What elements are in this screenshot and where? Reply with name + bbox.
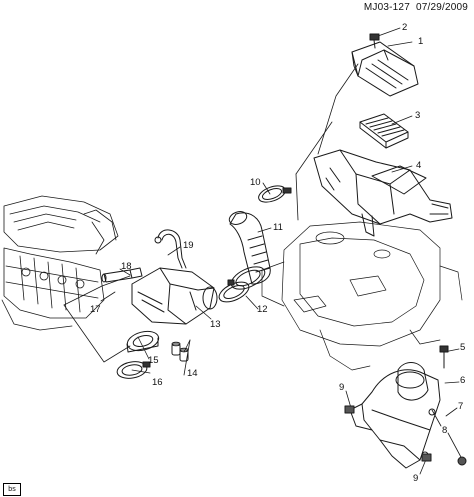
diagram-date: 07/29/2009 — [415, 2, 468, 13]
callout-10: 10 — [250, 177, 261, 188]
callout-14: 14 — [187, 368, 198, 379]
part-18-tube — [101, 267, 143, 283]
callout-3: 3 — [415, 110, 421, 121]
diagram-code: MJ03-127 — [363, 2, 410, 13]
callout-17: 17 — [90, 304, 101, 315]
part-10-clamp — [258, 185, 292, 203]
diagram-header: MJ03-127 07/29/2009 — [364, 2, 468, 13]
part-19-hose — [154, 229, 187, 269]
callout-13: 13 — [210, 319, 221, 330]
callout-2: 2 — [402, 22, 408, 33]
callout-7: 7 — [458, 401, 464, 412]
part-5-bolt — [439, 345, 449, 369]
callout-15: 15 — [148, 355, 159, 366]
part-16-clamp — [116, 361, 151, 379]
part-13-resonator — [131, 267, 218, 325]
part-14-15-grommets — [171, 341, 189, 362]
callout-6: 6 — [460, 375, 466, 386]
callout-18: 18 — [121, 261, 132, 272]
engine-assembly — [1, 195, 119, 331]
body-panel-outline — [261, 221, 463, 371]
callout-9-left: 9 — [339, 382, 345, 393]
part-1-air-cleaner-cover — [351, 41, 419, 97]
callout-12: 12 — [257, 304, 268, 315]
part-3-filter-element — [359, 113, 409, 149]
part-11-duct — [228, 211, 271, 285]
callout-19: 19 — [183, 240, 194, 251]
part-4-air-cleaner-housing — [313, 149, 453, 237]
callout-9-bottom: 9 — [413, 473, 419, 484]
part-6-7-8-lower-inlet — [349, 362, 441, 469]
part-2-screw — [369, 33, 380, 49]
callout-1: 1 — [418, 36, 424, 47]
callout-5: 5 — [460, 342, 466, 353]
callout-16: 16 — [152, 377, 163, 388]
bs-badge: bs — [3, 483, 21, 496]
part-9-clips — [344, 405, 467, 466]
part-15-seal — [126, 330, 160, 353]
callout-8: 8 — [442, 425, 448, 436]
callout-11: 11 — [273, 222, 283, 233]
callout-4: 4 — [416, 160, 422, 171]
part-12-clamps — [218, 266, 266, 303]
